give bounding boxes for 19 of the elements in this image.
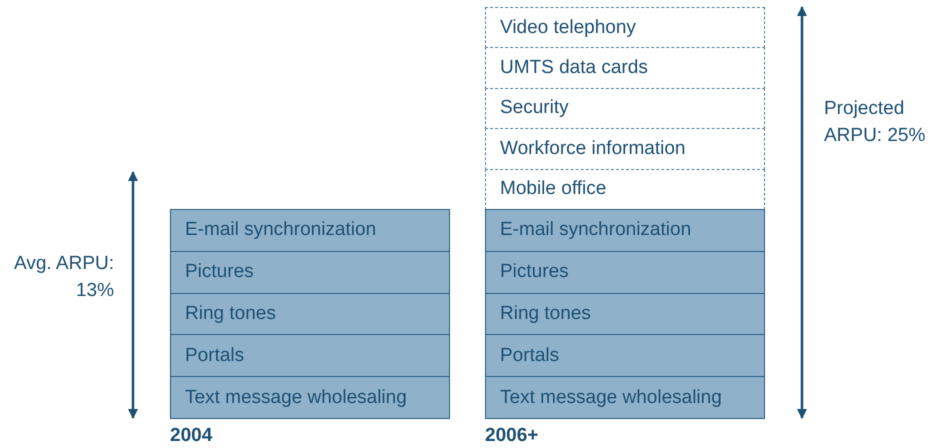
- service-box: Pictures: [170, 250, 450, 294]
- service-box: Pictures: [485, 250, 765, 294]
- projected-service-box: Mobile office: [485, 168, 765, 210]
- projected-service-box: Security: [485, 88, 765, 130]
- service-box: E-mail synchronization: [485, 209, 765, 252]
- year-label: 2004: [170, 424, 214, 448]
- projected-service-box: Video telephony: [485, 7, 765, 48]
- service-box: Portals: [485, 334, 765, 378]
- service-box: Text message wholesaling: [170, 376, 450, 419]
- projected-service-box: Workforce information: [485, 128, 765, 170]
- arpu-label: Avg. ARPU: 13%: [13, 252, 114, 303]
- arpu-label: Projected ARPU: 25%: [824, 97, 926, 148]
- projected-service-box: UMTS data cards: [485, 47, 765, 89]
- service-box: Ring tones: [170, 292, 450, 336]
- year-label: 2006+: [485, 424, 540, 448]
- service-box: Portals: [170, 334, 450, 378]
- service-box: Text message wholesaling: [485, 376, 765, 419]
- service-box: Ring tones: [485, 292, 765, 336]
- service-box: E-mail synchronization: [170, 209, 450, 252]
